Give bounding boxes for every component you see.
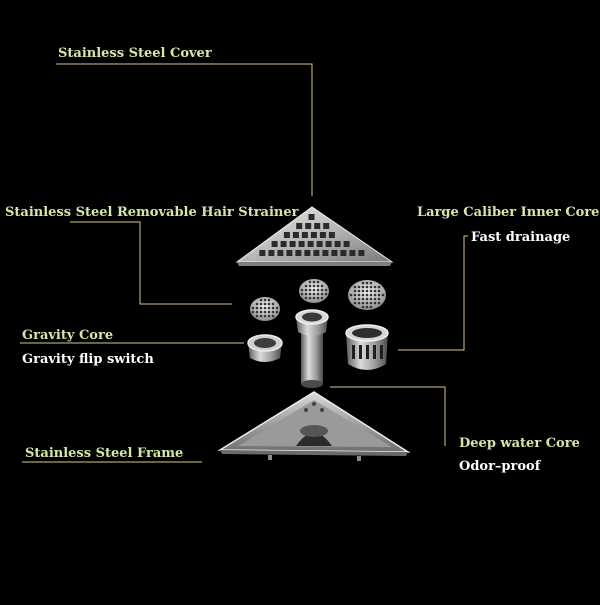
label-stainless-steel-frame: Stainless Steel Frame [25,446,184,461]
leader-large-core [398,235,468,351]
label-gravity-core: Gravity Core [22,328,114,343]
label-fast-drainage: Fast drainage [471,230,571,245]
label-deep-water-core: Deep water Core [459,436,580,451]
leader-deep-core [330,386,446,446]
deep-water-core-tube-icon [295,309,329,388]
label-stainless-steel-cover: Stainless Steel Cover [58,46,212,61]
triangle-grate-cover-icon [235,206,394,266]
hair-strainer-disc-icon [250,279,386,321]
leader-hair-strainer [70,221,232,305]
label-gravity-flip-switch: Gravity flip switch [22,352,154,367]
leader-cover [56,63,313,196]
label-large-caliber-core: Large Caliber Inner Core [417,205,600,220]
label-hair-strainer: Stainless Steel Removable Hair Strainer [5,205,299,220]
triangle-frame-icon [217,391,411,461]
label-odor-proof: Odor–proof [459,459,541,474]
large-caliber-core-icon [345,324,389,370]
gravity-core-cup-icon [247,334,283,362]
leader-lines [20,63,468,463]
